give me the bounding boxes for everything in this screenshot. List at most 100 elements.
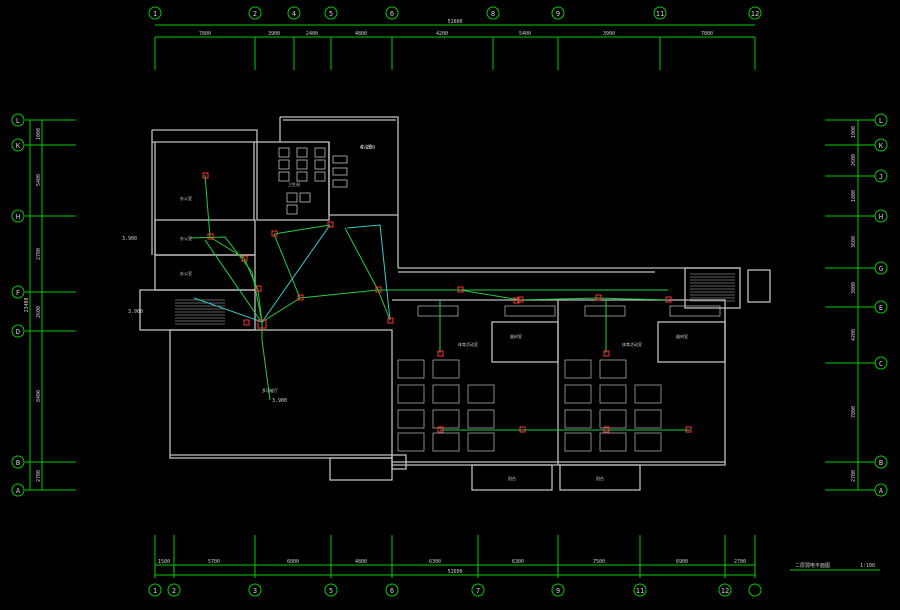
room-label: 器材室 [510,333,522,339]
stairs-left [175,299,225,325]
dimension-value: 6900 [676,559,688,565]
room-labels: 办公室 卫生间 会议室 办公室 办公室 多功能厅 体育活动室 体育活动室 器材室… [180,143,688,481]
axis-label: D [16,328,20,336]
axis-label: G [879,265,883,273]
axis-label: B [879,459,883,467]
room-label: 会议室 [360,143,372,149]
axis-label: 2 [253,10,257,18]
dimension-value: 4800 [355,559,367,565]
dimension-value: 6300 [512,559,524,565]
dimension-value: 3000 [851,282,857,294]
dimension-value: 4800 [355,31,367,37]
dimension-value: 1000 [36,128,42,140]
dimension-total: 51600 [447,19,462,25]
dimension-value: 7800 [851,406,857,418]
room-label: 器材室 [676,333,688,339]
room-label: 卫生间 [288,181,300,187]
room-label: 阳台 [508,475,516,481]
bottom-axis-labels: 1 2 3 5 6 7 9 11 12 [153,587,729,595]
elevation-label: 3.900 [122,236,137,242]
dimension-value: 4200 [851,329,857,341]
axis-label: L [879,117,883,125]
stairs-right [690,273,735,302]
dimension-value: 7800 [199,31,211,37]
drawing-title-block: 二层弱电平面图 1:100 [790,562,880,571]
axis-label: J [879,173,883,181]
right-dimension-system [825,119,875,491]
dimension-value: 2700 [36,248,42,260]
dimension-value: 1500 [158,559,170,565]
dimension-value: 5400 [36,174,42,186]
dimension-value: 7800 [701,31,713,37]
axis-label: C [879,360,883,368]
dimension-value: 1000 [851,126,857,138]
dimension-value: 2600 [851,154,857,166]
axis-label: 12 [721,587,729,595]
axis-label: 11 [636,587,644,595]
left-dimension-system [25,119,76,491]
room-label: 办公室 [180,235,192,241]
axis-label: L [16,117,20,125]
axis-label: 2 [172,587,176,595]
dimension-value: 5400 [519,31,531,37]
dimension-total: 51600 [447,569,462,575]
axis-label: H [879,213,883,221]
cable-runs-cyan [193,224,391,323]
drawing-scale: 1:100 [860,563,875,569]
dimension-value: 2600 [36,306,42,318]
top-axis-labels: 1 2 4 5 6 8 9 11 12 [153,10,759,18]
axis-label: 3 [253,587,257,595]
dimension-value: 6000 [287,559,299,565]
dimension-value: 7500 [593,559,605,565]
axis-label: 9 [556,10,560,18]
dimension-value: 8400 [36,390,42,402]
axis-label: A [16,487,21,495]
bottom-dimension-system [154,535,756,578]
bottom-dimension-values: 1500 5700 6000 4800 6300 6300 7500 6900 … [158,559,746,575]
axis-label: 7 [476,587,480,595]
dimension-value: 1800 [851,190,857,202]
axis-label: 6 [390,10,394,18]
axis-label: 1 [153,587,157,595]
right-axis-labels: L K J H G E C B A [879,117,884,495]
left-axis-bubbles [11,113,25,497]
room-label: 阳台 [596,475,604,481]
top-dimension-system [154,24,756,70]
dimension-value: 6300 [429,559,441,565]
axis-label: K [879,142,884,150]
axis-label: 9 [556,587,560,595]
axis-label: 5 [329,10,333,18]
right-dimension-values: 1000 2600 1800 3600 3000 4200 7800 2700 [851,126,857,482]
dimension-value: 2700 [734,559,746,565]
axis-label: 12 [751,10,759,18]
axis-label: 1 [153,10,157,18]
dimension-value: 2400 [306,31,318,37]
room-label: 办公室 [180,195,192,201]
axis-label: K [16,142,21,150]
dimension-value: 2700 [36,470,42,482]
dimension-value: 2700 [851,470,857,482]
wc-fixtures [278,147,348,215]
room-label: 体育活动室 [458,341,478,347]
axis-label: 4 [292,10,296,18]
dimension-value: 5700 [208,559,220,565]
cable-runs-green [189,174,690,431]
axis-label: 6 [390,587,394,595]
elevation-label: 4.200 [360,145,375,151]
axis-label: 8 [491,10,495,18]
room-label: 多功能厅 [262,387,278,393]
dimension-value: 3900 [603,31,615,37]
elevation-label: 3.900 [272,398,287,404]
axis-label: 5 [329,587,333,595]
right-axis-bubbles [874,113,888,497]
dimension-total: 23400 [24,297,30,312]
dimension-value: 3600 [851,236,857,248]
classroom-desks [397,305,721,452]
drawing-title: 二层弱电平面图 [795,562,830,569]
dimension-value: 3900 [268,31,280,37]
left-dimension-values: 1000 5400 2700 2600 8400 2700 23400 [24,128,42,482]
elevation-marks: 3.900 3.900 4.200 3.900 [122,145,375,404]
axis-label: A [879,487,884,495]
room-label: 体育活动室 [622,341,642,347]
